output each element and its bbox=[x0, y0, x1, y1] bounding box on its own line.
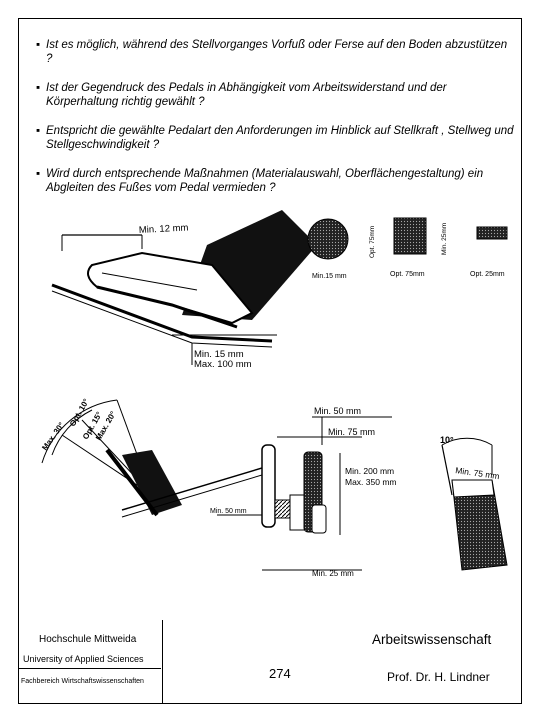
professor-name: Prof. Dr. H. Lindner bbox=[387, 670, 490, 684]
label-min25-bottom: Min. 25 mm bbox=[312, 569, 354, 577]
shoe-pedal-drawing bbox=[51, 210, 317, 365]
flat-pedal-shape bbox=[476, 226, 508, 240]
square-pedal-shape bbox=[393, 217, 427, 255]
label-opt75-vertical: Opt. 75mm bbox=[369, 226, 376, 258]
label-max30: Max. 30° bbox=[40, 421, 66, 452]
label-opt25: Opt. 25mm bbox=[470, 271, 505, 278]
question-text: Ist es möglich, während des Stellvorgang… bbox=[46, 39, 508, 65]
label-10deg: 10° bbox=[440, 435, 454, 445]
question-text: Ist der Gegendruck des Pedals in Abhängi… bbox=[46, 82, 447, 108]
label-min200: Min. 200 mm bbox=[345, 466, 394, 476]
label-min15-a: Min. 15 mm bbox=[194, 349, 244, 360]
label-min75-b: Min. 75 mm bbox=[455, 465, 500, 481]
label-min50-side: Min. 50 mm bbox=[210, 508, 247, 515]
tilted-pedal bbox=[441, 437, 508, 571]
question-item: ▪Entspricht die gewählte Pedalart den An… bbox=[36, 124, 516, 152]
question-item: ▪Ist der Gegendruck des Pedals in Abhäng… bbox=[36, 81, 516, 109]
round-pedal-shape bbox=[307, 218, 349, 260]
pedal-dimension-figure: Min. 12 mm Min. 15 mm Max. 100 mm Min.15… bbox=[40, 210, 508, 577]
university-name-en: University of Applied Sciences bbox=[23, 654, 144, 664]
label-max100: Max. 100 mm bbox=[194, 359, 252, 370]
page-frame bbox=[18, 18, 522, 704]
label-min50: Min. 50 mm bbox=[314, 406, 361, 416]
footer-divider bbox=[162, 620, 163, 704]
label-min75-a: Min. 75 mm bbox=[328, 427, 375, 437]
question-text: Entspricht die gewählte Pedalart den Anf… bbox=[46, 125, 514, 151]
course-title: Arbeitswissenschaft bbox=[372, 632, 492, 647]
question-item: ▪Ist es möglich, während des Stellvorgan… bbox=[36, 38, 516, 66]
label-max350: Max. 350 mm bbox=[345, 477, 397, 487]
side-view-pedal bbox=[217, 416, 392, 571]
label-opt75-a: Opt. 75mm bbox=[390, 271, 425, 278]
angle-drawing bbox=[41, 399, 273, 518]
footer-rule bbox=[19, 668, 161, 669]
question-list: ▪Ist es möglich, während des Stellvorgan… bbox=[36, 38, 516, 210]
question-text: Wird durch entsprechende Maßnahmen (Mate… bbox=[46, 168, 484, 194]
footer: Hochschule Mittweida University of Appli… bbox=[19, 620, 521, 704]
label-min15-top: Min.15 mm bbox=[312, 273, 347, 280]
page-number: 274 bbox=[269, 666, 291, 681]
faculty-name: Fachbereich Wirtschaftswissenschaften bbox=[21, 678, 144, 685]
question-item: ▪Wird durch entsprechende Maßnahmen (Mat… bbox=[36, 167, 516, 195]
label-min25-vertical: Min. 25mm bbox=[441, 223, 448, 255]
university-name: Hochschule Mittweida bbox=[39, 634, 137, 645]
label-min12: Min. 12 mm bbox=[139, 222, 189, 236]
